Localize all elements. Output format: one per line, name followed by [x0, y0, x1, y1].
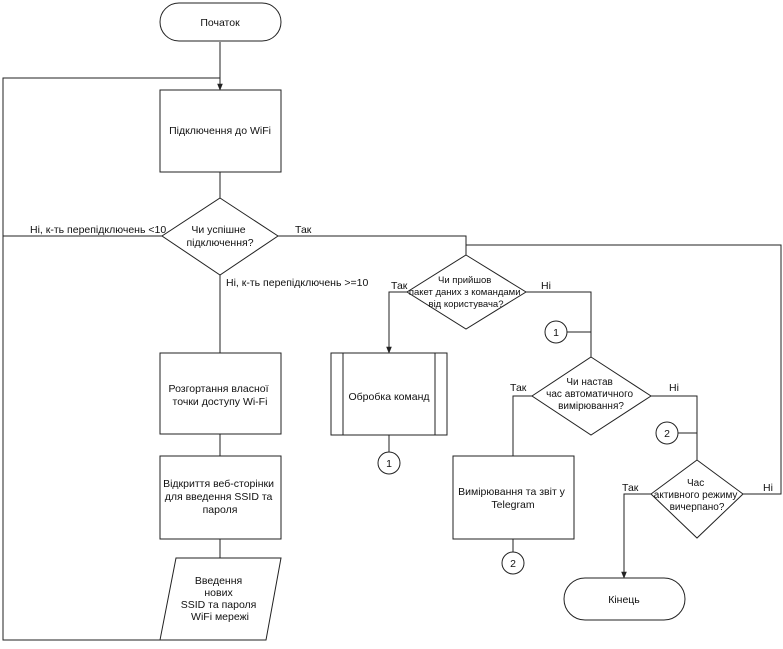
edge-labels: Ні, к-ть перепідключень <10 Ні, к-ть пер…	[30, 224, 773, 494]
edge-label-retry-ge10: Ні, к-ть перепідключень >=10	[226, 277, 368, 289]
connector-2-label: 2	[510, 558, 516, 570]
connect-check-decision: Чи успішне підключення?	[161, 197, 279, 276]
edge-auto-yes-to-measure	[512, 395, 532, 456]
connector-1-entry-label: 1	[553, 327, 559, 339]
edge-check-yes-to-packet	[278, 235, 467, 255]
connect-check-label: Чи успішне підключення?	[186, 224, 253, 249]
open-page-process: Відкриття веб-сторінки для введення SSID…	[159, 455, 282, 540]
connector-1-label: 1	[386, 458, 392, 470]
wifi-connect-process: Підключення до WiFi	[159, 89, 282, 173]
edge-active-no-loop	[466, 244, 782, 495]
enter-ssid-io: Введення нових SSID та пароля WiFi мереж…	[159, 557, 282, 641]
edge-packet-yes-to-process	[386, 291, 407, 354]
edge-active-yes-to-end	[621, 493, 651, 579]
edge-label-active-no: Ні	[763, 482, 773, 494]
edge-label-packet-yes: Так	[391, 280, 408, 292]
packet-decision: Чи прийшов пакет даних з командами від к…	[406, 254, 527, 330]
auto-measure-label: Чи настав час автоматичного вимірювання?	[546, 377, 636, 412]
connector-2-entry-label: 2	[664, 428, 670, 440]
connector-1-entry: 1	[544, 320, 591, 344]
edge-label-connect-yes: Так	[295, 224, 312, 236]
edge-auto-no	[651, 395, 698, 460]
end-terminal: Кінець	[563, 577, 686, 621]
auto-measure-decision: Чи настав час автоматичного вимірювання?	[531, 356, 652, 436]
measure-report-process: Вимірювання та звіт у Telegram	[452, 455, 575, 540]
process-commands-subroutine: Обробка команд	[330, 352, 448, 436]
enter-ssid-label: Введення нових SSID та пароля WiFi мереж…	[181, 575, 260, 623]
end-label: Кінець	[608, 594, 640, 606]
edge-check-retry-loop	[2, 77, 220, 237]
start-label: Початок	[200, 17, 240, 29]
edges	[2, 42, 782, 641]
connector-2-after-measure: 2	[501, 551, 525, 575]
connector-1-after-process: 1	[377, 451, 401, 475]
edge-label-auto-yes: Так	[510, 382, 527, 394]
connector-2-entry: 2	[655, 421, 697, 445]
measure-report-label: Вимірювання та звіт у Telegram	[458, 486, 568, 511]
deploy-ap-label: Розгортання власної точки доступу Wi-Fi	[169, 383, 272, 408]
wifi-connect-label: Підключення до WiFi	[169, 125, 271, 137]
open-page-label: Відкриття веб-сторінки для введення SSID…	[163, 478, 277, 516]
edge-ssid-return-loop	[2, 236, 160, 641]
edge-label-active-yes: Так	[622, 482, 639, 494]
start-terminal: Початок	[159, 2, 282, 42]
edge-packet-no	[526, 291, 592, 357]
active-mode-decision: Час активного режиму вичерпано?	[650, 459, 744, 539]
active-mode-label: Час активного режиму вичерпано?	[654, 478, 740, 513]
process-commands-label: Обробка команд	[349, 391, 430, 403]
edge-label-retry-lt10: Ні, к-ть перепідключень <10	[30, 224, 166, 236]
edge-label-auto-no: Ні	[669, 382, 679, 394]
deploy-ap-process: Розгортання власної точки доступу Wi-Fi	[159, 352, 282, 435]
edge-label-packet-no: Ні	[541, 280, 551, 292]
packet-label: Чи прийшов пакет даних з командами від к…	[409, 275, 523, 310]
